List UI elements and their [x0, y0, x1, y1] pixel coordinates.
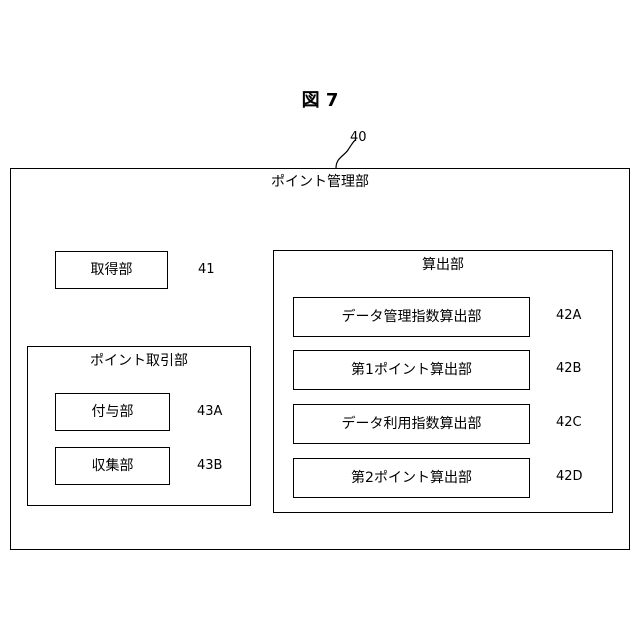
point-trading-unit-label: ポイント取引部 [27, 354, 251, 368]
collection-unit-label: 収集部 [55, 459, 170, 473]
first-point-calc-label: 第1ポイント算出部 [293, 363, 530, 377]
ref-41: 41 [198, 263, 215, 276]
ref-43B: 43B [197, 459, 222, 472]
ref-40: 40 [350, 131, 367, 144]
data-utilization-index-calc-label: データ利用指数算出部 [293, 417, 530, 431]
point-management-unit-label: ポイント管理部 [10, 175, 630, 189]
acquisition-unit-label: 取得部 [55, 263, 168, 277]
data-management-index-calc-label: データ管理指数算出部 [293, 310, 530, 324]
grant-unit-label: 付与部 [55, 405, 170, 419]
ref-42D: 42D [556, 470, 583, 483]
ref-42C: 42C [556, 416, 582, 429]
ref-43A: 43A [197, 405, 222, 418]
ref-42A: 42A [556, 309, 581, 322]
calculation-unit-label: 算出部 [273, 258, 613, 272]
ref-42B: 42B [556, 362, 581, 375]
second-point-calc-label: 第2ポイント算出部 [293, 471, 530, 485]
